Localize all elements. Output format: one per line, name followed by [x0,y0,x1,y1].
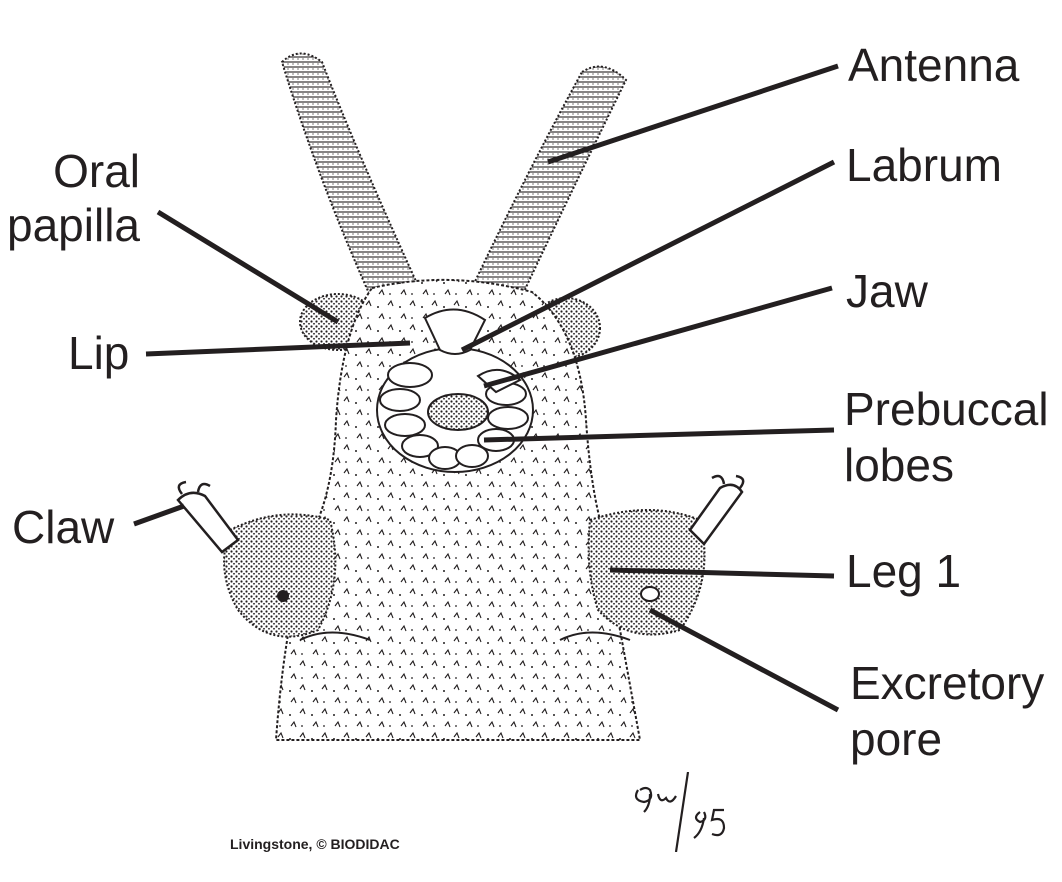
label-oral-line1: Oral [53,145,140,197]
label-prebuccal-line2: lobes [844,439,954,491]
prebuccal-lobes [376,347,534,473]
label-prebuccal-line1: Prebuccal [844,383,1049,435]
label-labrum: Labrum [846,139,1002,191]
label-jaw: Jaw [846,265,928,317]
right-claw [688,483,744,546]
right-excretory-pore [640,586,660,602]
label-lip: Lip [68,327,130,379]
label-leg-1: Leg 1 [846,545,962,597]
label-claw: Claw [12,501,115,553]
label-antenna: Antenna [848,39,1020,91]
label-oral-line2: papilla [7,199,140,251]
credit-line: Livingstone, © BIODIDAC [230,836,400,852]
left-excretory-pore [277,590,289,602]
label-excretory-line1: Excretory [850,657,1045,709]
label-excretory-line2: pore [850,713,943,765]
right-antenna [468,65,628,302]
leader-lines [133,63,840,713]
left-claw [176,491,240,554]
labrum [423,308,487,355]
left-leg [223,513,337,638]
body-trunk [274,278,642,741]
artist-signature [634,772,726,852]
left-antenna [280,52,422,302]
